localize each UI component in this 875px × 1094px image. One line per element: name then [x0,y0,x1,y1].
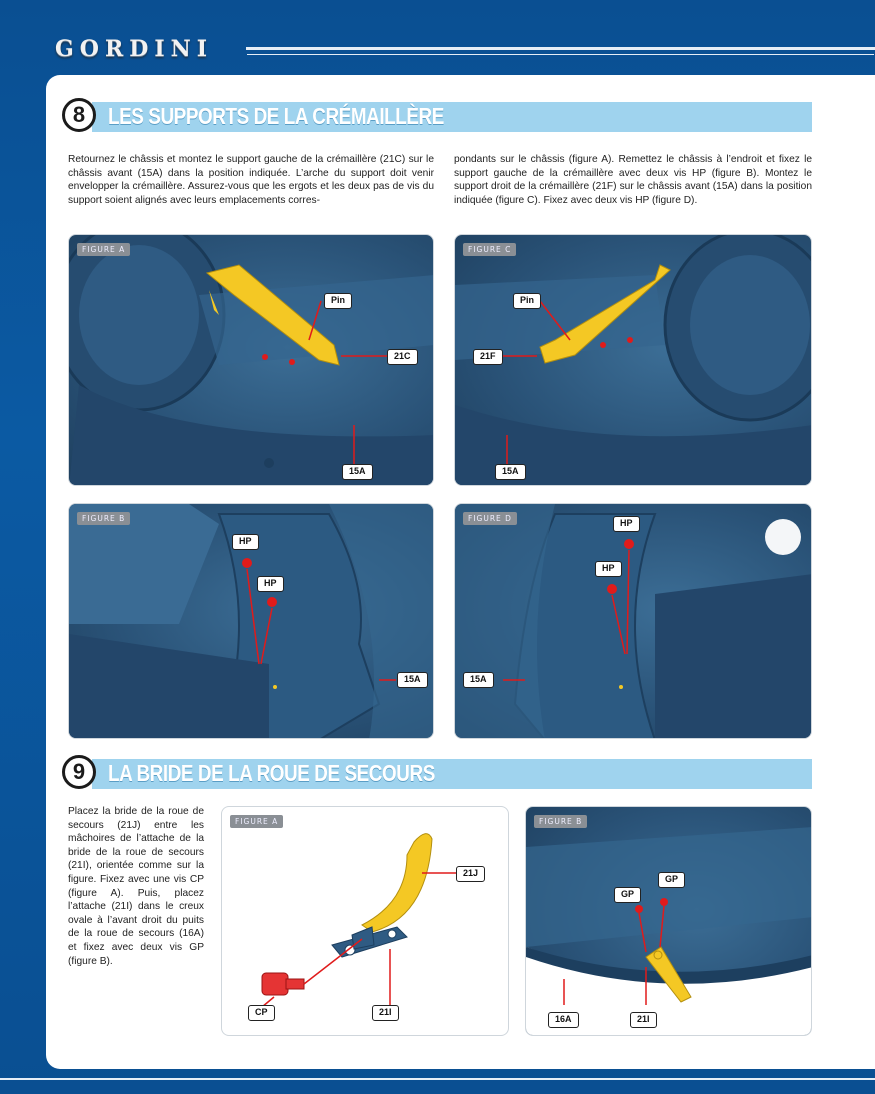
figure-a-step9: FIGURE A 21J CP 21I [221,806,509,1036]
figure-label: FIGURE A [230,815,284,828]
callout-hp: HP [595,561,622,577]
callout-16a: 16A [548,1012,579,1028]
brand-logo: GORDINI [55,36,214,62]
cp-screw [261,972,305,996]
figure-c-illustration [455,235,811,485]
figure-a-illustration [69,235,433,485]
title-bar [92,102,812,132]
callout-15a: 15A [397,672,428,688]
callout-pin: Pin [513,293,542,309]
bottom-rule [0,1078,875,1080]
figure-b-illustration [69,504,433,738]
figure-d-step8: FIGURE D HP HP 15A [454,503,812,739]
step-9-header: 9 LA BRIDE DE LA ROUE DE SECOURS [62,755,812,789]
figure-label: FIGURE A [77,243,131,256]
callout-hp: HP [257,576,284,592]
title-bar [92,759,812,789]
figure-d-illustration [455,504,811,738]
callout-hp: HP [613,516,640,532]
figure-label: FIGURE B [534,815,588,828]
figure-label: FIGURE D [463,512,517,525]
step-8-text-col2: pondants sur le châssis (figure A). Reme… [454,154,812,206]
brand-header: GORDINI [0,0,875,75]
figure-b-step9-illustration [526,827,811,1035]
figure-b-step9: FIGURE B GP GP 16A 21I [525,806,812,1036]
step-title: LA BRIDE DE LA ROUE DE SECOURS [108,760,435,786]
figure-label: FIGURE B [77,512,131,525]
step-8-text-col1: Retournez le châssis et montez le suppor… [68,154,434,206]
callout-21i: 21I [630,1012,657,1028]
figure-label: FIGURE C [463,243,517,256]
brand-rule [246,47,875,50]
callout-21f: 21F [473,349,503,365]
step-title: LES SUPPORTS DE LA CRÉMAILLÈRE [108,103,444,129]
callout-21c: 21C [387,349,418,365]
callout-21i: 21I [372,1005,399,1021]
callout-15a: 15A [463,672,494,688]
callout-gp: GP [614,887,642,903]
figure-a-step9-illustration [261,833,460,1008]
callout-15a: 15A [342,464,373,480]
callout-hp: HP [232,534,259,550]
step-number: 9 [62,755,96,789]
callout-gp: GP [658,872,686,888]
figure-c-step8: FIGURE C Pin 21F 15A [454,234,812,486]
callout-pin: Pin [324,293,353,309]
step-9-text: Placez la bride de la roue de secours (2… [68,806,204,967]
callout-21j: 21J [456,866,486,882]
step-number: 8 [62,98,96,132]
step-8-header: 8 LES SUPPORTS DE LA CRÉMAILLÈRE [62,98,812,132]
figure-b-step8: FIGURE B HP HP 15A [68,503,434,739]
callout-15a: 15A [495,464,526,480]
figure-a-step8: FIGURE A Pin 21C 15A [68,234,434,486]
callout-cp: CP [248,1005,275,1021]
